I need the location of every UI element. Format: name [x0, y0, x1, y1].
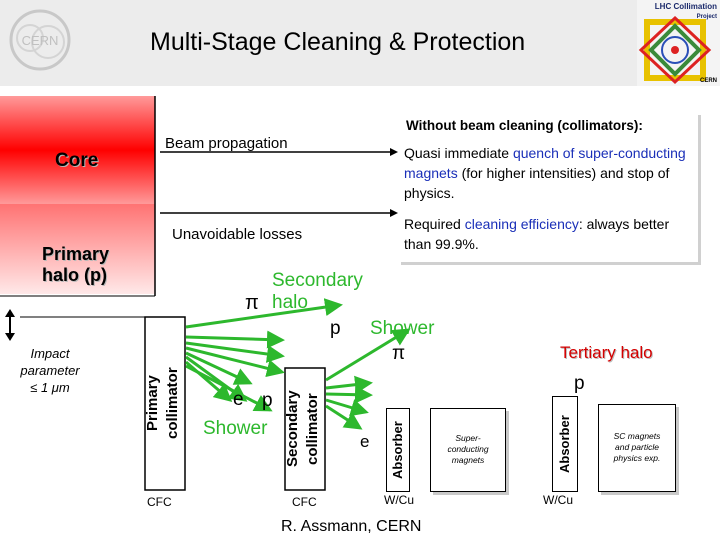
core-label: Core [55, 150, 99, 171]
absorber-1-label: Absorber [390, 421, 405, 479]
cfc-label-1: CFC [147, 495, 172, 509]
primary-shower-arrows [185, 298, 343, 412]
pi-label-2: π [392, 343, 406, 364]
absorber-1: Absorber [386, 408, 410, 492]
shower-label-1: Shower [370, 318, 435, 339]
e-label-1: e [233, 389, 244, 410]
secondary-shower-arrows [325, 328, 411, 430]
cern-logo: CERN [9, 9, 71, 71]
superconducting-magnets-box: Super- conducting magnets [430, 408, 506, 492]
pi-label-1: π [245, 292, 259, 314]
secondary-halo-label: Secondary halo [272, 270, 363, 313]
lhc-collimation-logo: LHC Collimation Project CERN [637, 0, 720, 86]
unavoidable-losses-label: Unavoidable losses [172, 226, 303, 243]
primary-collimator [144, 316, 186, 491]
quench-highlight: quench of super-conducting magnets [404, 145, 686, 181]
p-label-2: p [262, 390, 273, 411]
absorber-2-label: Absorber [557, 415, 572, 473]
tertiary-halo-label: Tertiary halo [560, 343, 653, 362]
superconducting-magnets-label: Super- conducting magnets [447, 433, 489, 465]
info-box: Without beam cleaning (collimators): Qua… [398, 112, 698, 262]
page-title: Multi-Stage Cleaning & Protection [150, 28, 526, 56]
wcu-label-2: W/Cu [543, 493, 573, 507]
cern-logo-text: CERN [22, 33, 59, 48]
svg-text:Project: Project [697, 14, 717, 20]
absorber-2: Absorber [552, 396, 578, 492]
unavoidable-losses-arrowhead [390, 209, 398, 217]
e-label-2: e [360, 432, 370, 451]
primary-halo-band [0, 204, 155, 294]
beam-propagation-arrowhead [390, 148, 398, 156]
primary-collimator-label: Primary collimator [144, 367, 181, 439]
svg-text:CERN: CERN [700, 78, 717, 84]
secondary-collimator-label: Secondary collimator [284, 390, 321, 468]
shower-label-2: Shower [203, 418, 268, 439]
svg-text:LHC Collimation: LHC Collimation [655, 2, 717, 11]
sc-magnets-experiment-label: SC magnets and particle physics exp. [613, 431, 661, 463]
impact-parameter-label: Impact parameter ≤ 1 μm [20, 346, 80, 395]
cfc-label-2: CFC [292, 495, 317, 509]
info-heading: Without beam cleaning (collimators): [406, 118, 643, 133]
wcu-label-1: W/Cu [384, 493, 414, 507]
beam-propagation-label: Beam propagation [165, 135, 288, 152]
primary-halo-label: Primary halo (p) [42, 244, 110, 285]
cleaning-efficiency-highlight: cleaning efficiency [464, 216, 579, 232]
beam-core-band [0, 96, 155, 204]
secondary-collimator [284, 367, 326, 491]
header-band [0, 0, 720, 86]
info-paragraph-1: Quasi immediate quench of super-conducti… [404, 145, 686, 201]
info-paragraph-2: Required cleaning efficiency: always bet… [404, 216, 670, 252]
author-credit: R. Assmann, CERN [281, 518, 422, 535]
p-label-3: p [574, 373, 585, 394]
p-label-1: p [330, 318, 341, 339]
sc-magnets-experiment-box: SC magnets and particle physics exp. [598, 404, 676, 492]
